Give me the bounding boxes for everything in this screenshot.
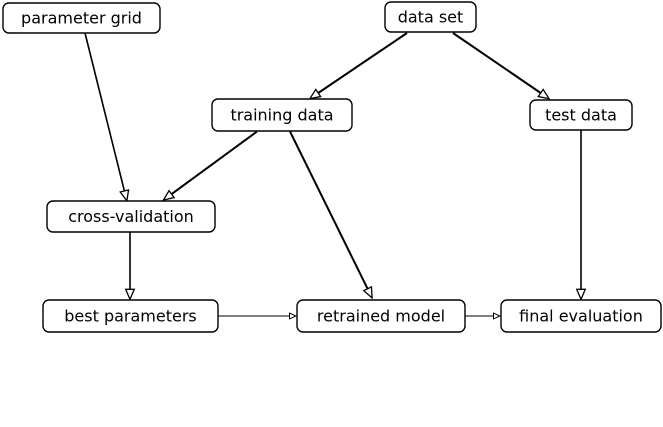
node-final-evaluation: final evaluation bbox=[500, 299, 662, 333]
node-cross-validation: cross-validation bbox=[46, 200, 216, 233]
node-parameter-grid-box bbox=[2, 2, 161, 34]
node-best-parameters: best parameters bbox=[42, 299, 219, 333]
node-test-data: test data bbox=[529, 99, 633, 131]
node-final-evaluation-box bbox=[500, 299, 662, 333]
edge-data-set-to-test-data bbox=[452, 32, 551, 100]
nodes: parameter grid data set training data te… bbox=[2, 1, 662, 333]
node-data-set-box bbox=[384, 1, 477, 33]
edges bbox=[84, 32, 587, 320]
node-final-evaluation-label: final evaluation bbox=[519, 307, 643, 326]
node-training-data-box bbox=[211, 98, 353, 132]
node-retrained-model-label: retrained model bbox=[317, 307, 445, 326]
edge-parameter-grid-to-cross-validation bbox=[84, 32, 130, 203]
node-data-set-label: data set bbox=[398, 8, 464, 27]
node-training-data: training data bbox=[211, 98, 353, 132]
edge-data-set-to-training-data bbox=[308, 32, 408, 100]
node-data-set: data set bbox=[384, 1, 477, 33]
node-parameter-grid-label: parameter grid bbox=[21, 9, 142, 28]
node-best-parameters-box bbox=[42, 299, 219, 333]
node-test-data-label: test data bbox=[545, 106, 617, 125]
node-parameter-grid: parameter grid bbox=[2, 2, 161, 34]
node-retrained-model: retrained model bbox=[296, 299, 466, 333]
node-retrained-model-box bbox=[296, 299, 466, 333]
node-best-parameters-label: best parameters bbox=[64, 307, 197, 326]
node-test-data-box bbox=[529, 99, 633, 131]
node-cross-validation-label: cross-validation bbox=[68, 207, 194, 226]
edge-training-data-to-cross-validation bbox=[162, 130, 258, 202]
node-training-data-label: training data bbox=[230, 106, 333, 125]
node-cross-validation-box bbox=[46, 200, 216, 233]
edge-training-data-to-retrained-model bbox=[289, 131, 373, 300]
